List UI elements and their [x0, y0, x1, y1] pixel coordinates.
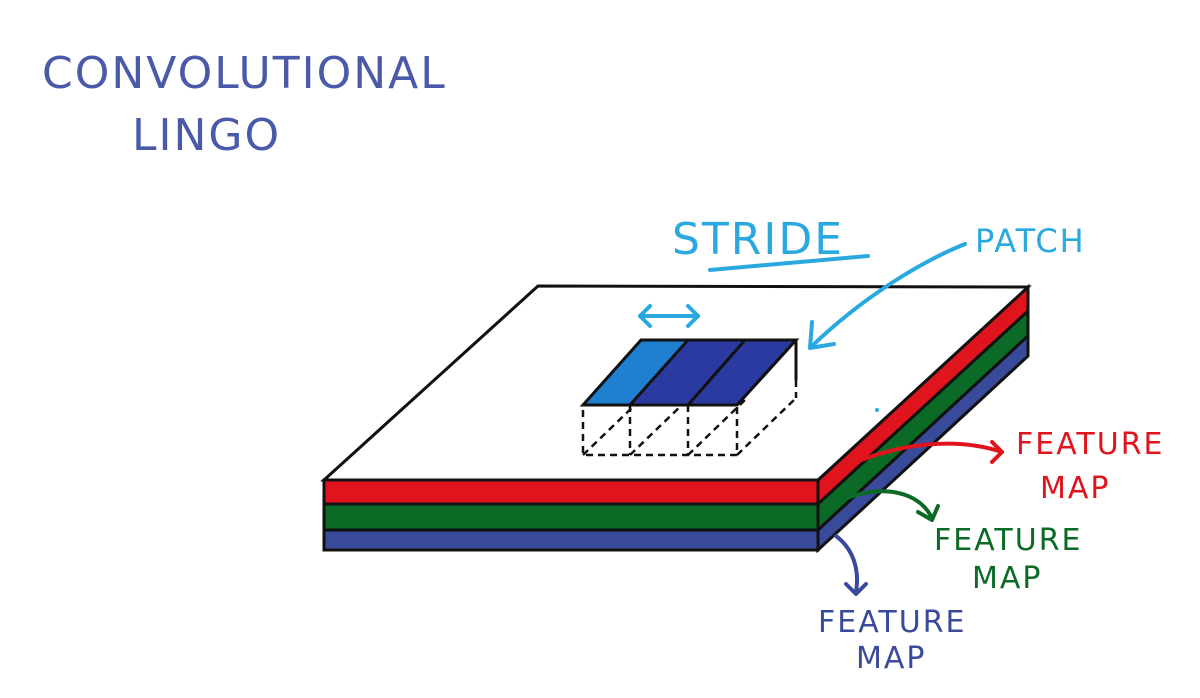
title-line2: LINGO — [132, 110, 281, 161]
feature-map-red-arrow-icon — [836, 440, 1004, 472]
patch — [579, 338, 800, 457]
layer-red-front — [322, 478, 820, 506]
layer-green-front — [322, 502, 820, 532]
feature-map-red-line1: FEATURE — [1016, 427, 1165, 462]
feature-map-blue-line1: FEATURE — [818, 605, 967, 640]
feature-map-red-line2: MAP — [1040, 471, 1111, 506]
patch-label: PATCH — [975, 222, 1086, 260]
patch-arrow-icon — [808, 242, 967, 350]
stride-label: STRIDE — [672, 214, 844, 265]
layer-stack — [320, 283, 1032, 554]
feature-map-green-line1: FEATURE — [934, 523, 1083, 558]
patch-cell-dark-1 — [630, 340, 745, 405]
feature-map-green-arrow-icon — [840, 489, 940, 522]
stride-arrow-icon — [638, 304, 700, 328]
feature-map-blue-line2: MAP — [856, 641, 927, 676]
stride-underline — [708, 254, 870, 272]
feature-map-blue-arrow-icon — [834, 534, 868, 596]
patch-cell-dark-2 — [688, 340, 796, 405]
layer-blue-front — [322, 528, 820, 552]
feature-map-green-line2: MAP — [972, 561, 1043, 596]
stray-dot — [875, 408, 879, 412]
title-line1: CONVOLUTIONAL — [42, 48, 447, 99]
patch-cell-light — [583, 340, 688, 405]
